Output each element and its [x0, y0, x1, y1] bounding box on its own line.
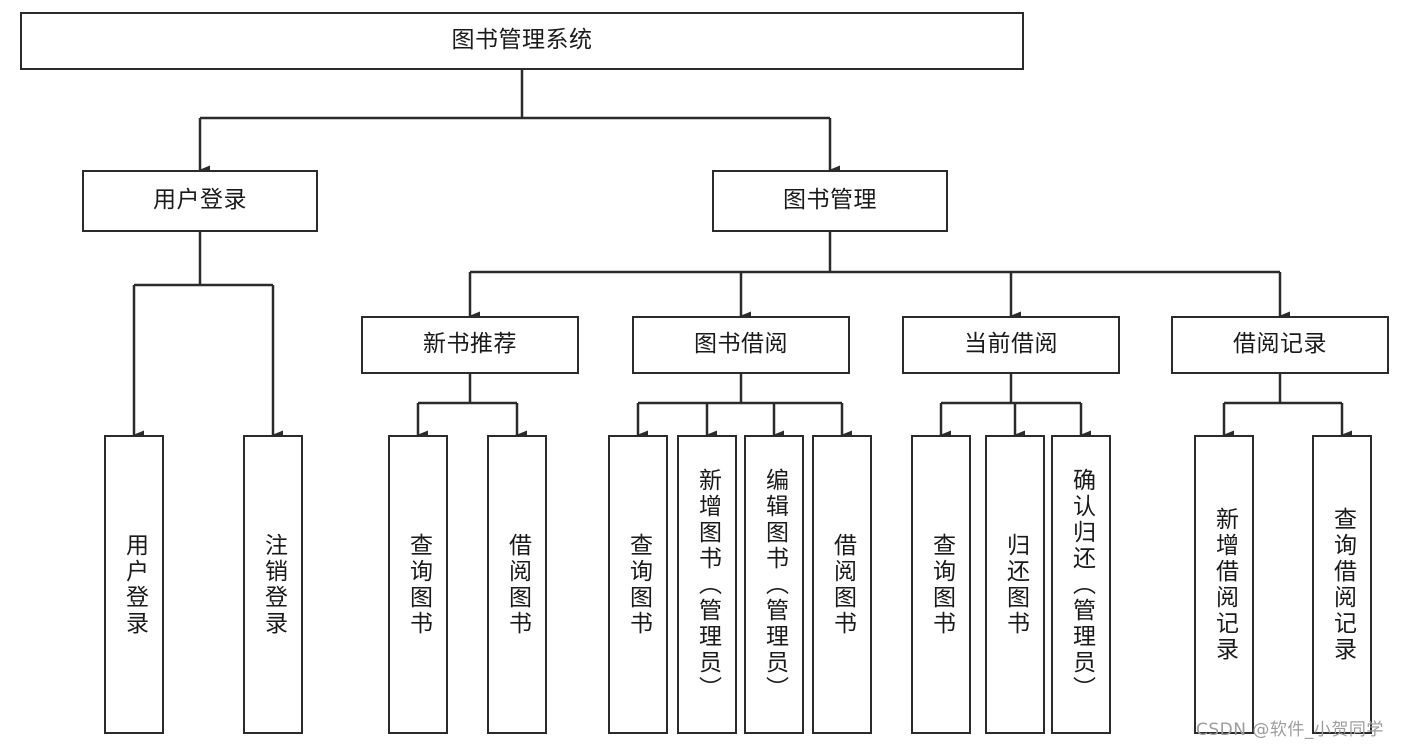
- node-label: 确认归还（管理员）: [1068, 467, 1095, 702]
- node-label: 查询借阅记录: [1329, 506, 1356, 663]
- node-leaf-query-book-3[interactable]: 查询图书: [911, 435, 971, 734]
- node-label: 借阅图书: [829, 532, 856, 637]
- edge-connectors: [132, 70, 1352, 440]
- node-label: 借阅图书: [504, 532, 531, 637]
- node-label: 借阅记录: [1233, 331, 1327, 358]
- node-label: 归还图书: [1002, 532, 1029, 637]
- node-label: 图书借阅: [694, 331, 788, 358]
- node-leaf-query-record[interactable]: 查询借阅记录: [1312, 435, 1372, 734]
- node-leaf-borrow-book-1[interactable]: 借阅图书: [487, 435, 547, 734]
- node-label: 新增借阅记录: [1211, 506, 1238, 663]
- node-current-borrow[interactable]: 当前借阅: [902, 316, 1120, 374]
- node-leaf-query-book-1[interactable]: 查询图书: [388, 435, 448, 734]
- node-book-manage[interactable]: 图书管理: [712, 170, 948, 232]
- node-leaf-add-record[interactable]: 新增借阅记录: [1194, 435, 1254, 734]
- node-label: 用户登录: [153, 187, 247, 214]
- node-new-book-recommend[interactable]: 新书推荐: [361, 316, 579, 374]
- node-borrow-record[interactable]: 借阅记录: [1171, 316, 1389, 374]
- node-label: 查询图书: [928, 532, 955, 637]
- node-leaf-confirm-return[interactable]: 确认归还（管理员）: [1051, 435, 1111, 734]
- node-root[interactable]: 图书管理系统: [20, 12, 1024, 70]
- node-label: 图书管理: [783, 187, 877, 214]
- node-leaf-return-book[interactable]: 归还图书: [985, 435, 1045, 734]
- node-user-login[interactable]: 用户登录: [82, 170, 318, 232]
- node-book-borrow[interactable]: 图书借阅: [632, 316, 850, 374]
- node-leaf-logout[interactable]: 注销登录: [243, 435, 303, 734]
- node-leaf-add-book[interactable]: 新增图书（管理员）: [677, 435, 737, 734]
- node-label: 用户登录: [121, 532, 148, 637]
- node-label: 查询图书: [405, 532, 432, 637]
- node-label: 编辑图书（管理员）: [761, 467, 788, 702]
- node-leaf-user-login[interactable]: 用户登录: [104, 435, 164, 734]
- node-label: 注销登录: [260, 532, 287, 637]
- node-label: 当前借阅: [964, 331, 1058, 358]
- node-leaf-edit-book[interactable]: 编辑图书（管理员）: [744, 435, 804, 734]
- node-leaf-borrow-book-2[interactable]: 借阅图书: [812, 435, 872, 734]
- node-label: 图书管理系统: [451, 27, 593, 54]
- node-label: 新书推荐: [423, 331, 517, 358]
- node-label: 新增图书（管理员）: [694, 467, 721, 702]
- node-leaf-query-book-2[interactable]: 查询图书: [608, 435, 668, 734]
- node-label: 查询图书: [625, 532, 652, 637]
